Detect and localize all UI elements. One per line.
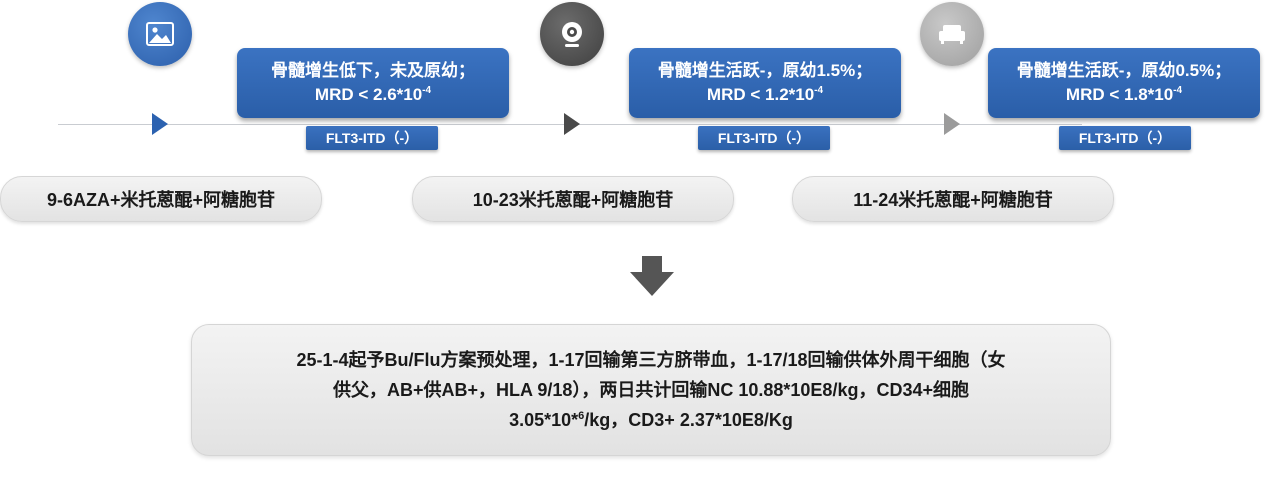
summary-line-2: 供父，AB+供AB+，HLA 9/18），两日共计回输NC 10.88*10E8…: [332, 380, 969, 400]
result-line-2: 骨髓增生活跃-，原幼1.5%；: [657, 61, 873, 80]
result-box-2: 骨髓增生活跃-，原幼1.5%； MRD < 1.2*10-4: [629, 48, 901, 118]
result-line-1: 骨髓增生低下，未及原幼；: [271, 61, 475, 80]
flt3-tag-2: FLT3-ITD（-）: [698, 126, 830, 150]
summary-line-3: 3.05*10*6/kg，CD3+ 2.37*10E8/Kg: [509, 410, 793, 430]
result-mrd-2: MRD < 1.2*10-4: [706, 85, 824, 104]
timeline-arrow-2: [564, 113, 580, 135]
webcam-icon: [540, 2, 604, 66]
result-mrd-3: MRD < 1.8*10-4: [1065, 85, 1183, 104]
regimen-pill-3: 11-24米托蒽醌+阿糖胞苷: [792, 176, 1114, 222]
image-icon: [128, 2, 192, 66]
result-mrd-1: MRD < 2.6*10-4: [314, 85, 432, 104]
sofa-icon: [920, 2, 984, 66]
flt3-tag-3: FLT3-ITD（-）: [1059, 126, 1191, 150]
transplant-summary-box: 25-1-4起予Bu/Flu方案预处理，1-17回输第三方脐带血，1-17/18…: [191, 324, 1111, 456]
timeline-arrow-3: [944, 113, 960, 135]
flt3-tag-1: FLT3-ITD（-）: [306, 126, 438, 150]
regimen-pill-2: 10-23米托蒽醌+阿糖胞苷: [412, 176, 734, 222]
timeline-arrow-1: [152, 113, 168, 135]
summary-line-1: 25-1-4起予Bu/Flu方案预处理，1-17回输第三方脐带血，1-17/18…: [296, 350, 1006, 370]
result-box-3: 骨髓增生活跃-，原幼0.5%； MRD < 1.8*10-4: [988, 48, 1260, 118]
down-arrow-icon: [630, 256, 674, 296]
result-box-1: 骨髓增生低下，未及原幼； MRD < 2.6*10-4: [237, 48, 509, 118]
regimen-pill-1: 9-6AZA+米托蒽醌+阿糖胞苷: [0, 176, 322, 222]
result-line-3: 骨髓增生活跃-，原幼0.5%；: [1016, 61, 1232, 80]
